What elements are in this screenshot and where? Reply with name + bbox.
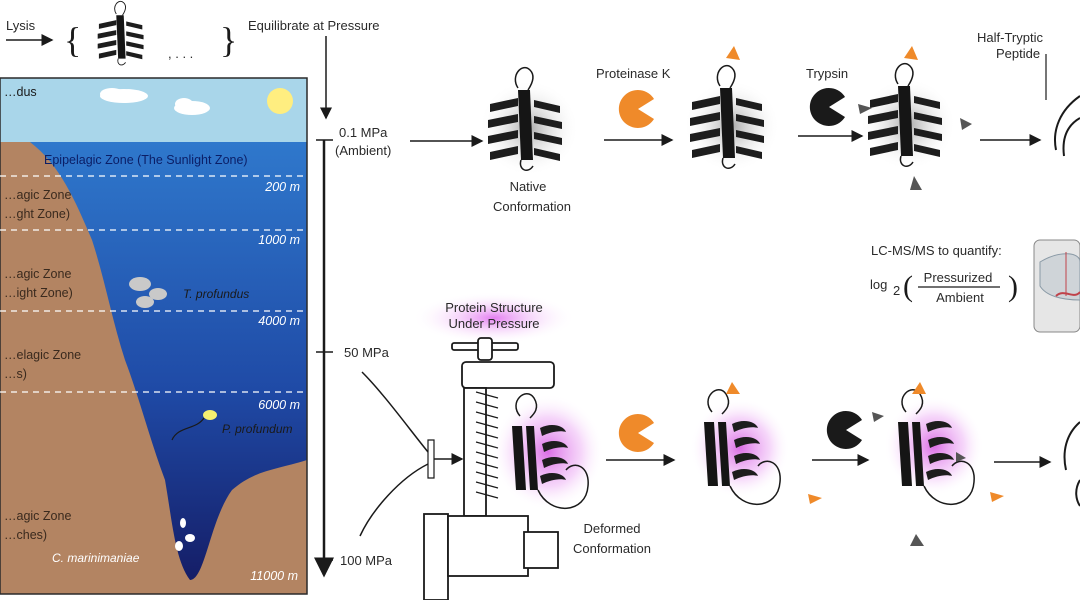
pressure-ambient-line1: 0.1 MPa — [339, 125, 388, 140]
depth-1000: 1000 m — [258, 233, 300, 247]
half-tryptic-line2: Peptide — [996, 46, 1040, 61]
log-subscript: 2 — [893, 283, 900, 298]
zone-4-line1: …elagic Zone — [4, 348, 81, 362]
depth-11000: 11000 m — [250, 569, 298, 583]
zone-5-line1: …agic Zone — [4, 509, 71, 523]
svg-text:(: ( — [903, 270, 913, 303]
pressure-axis: 0.1 MPa (Ambient) 50 MPa 100 MPa — [314, 125, 393, 578]
depth-200: 200 m — [264, 180, 300, 194]
trypsin-label: Trypsin — [806, 66, 848, 81]
brace-left: { — [64, 20, 81, 60]
seafloor — [0, 142, 307, 594]
pressure-clamp-icon — [423, 337, 559, 600]
ellipsis: , . . . — [168, 46, 193, 61]
native-line2: Conformation — [493, 199, 571, 214]
pressure-100: 100 MPa — [340, 553, 393, 568]
cleavage-marker — [726, 46, 740, 60]
organism-c-marinimaniae: C. marinimaniae — [52, 551, 140, 565]
log-label: log — [870, 277, 887, 292]
organism-icon — [129, 277, 151, 291]
header: Lysis { , . . . } Equilibrate at Pressur… — [6, 0, 380, 120]
depth-6000: 6000 m — [258, 398, 300, 412]
zone-epipelagic: Epipelagic Zone (The Sunlight Zone) — [44, 153, 248, 167]
zone-3-line1: …agic Zone — [4, 267, 71, 281]
surface-organism-label: …dus — [4, 85, 37, 99]
proteinase-k-icon-2 — [618, 414, 654, 452]
structure-line1: Protein Structure — [445, 300, 543, 315]
lysis-label: Lysis — [6, 18, 36, 33]
organism-icon — [180, 518, 186, 528]
sky — [0, 78, 307, 142]
zone-2-line2: …ght Zone) — [4, 207, 70, 221]
pressure-50: 50 MPa — [344, 345, 390, 360]
half-tryptic-line1: Half-Tryptic — [977, 30, 1043, 45]
ratio-denominator: Ambient — [936, 290, 984, 305]
organism-p-profundum: P. profundum — [222, 422, 293, 436]
structure-line2: Under Pressure — [448, 316, 539, 331]
ocean-panel: …dus Epipelagic Zone (The Sunlight Zone)… — [0, 77, 308, 595]
organism-icon — [203, 410, 217, 420]
pressure-ambient-line2: (Ambient) — [335, 143, 391, 158]
zone-5-line2: …ches) — [4, 528, 47, 542]
proteinase-k-label: Proteinase K — [596, 66, 671, 81]
depth-4000: 4000 m — [258, 314, 300, 328]
deformed-line2: Conformation — [573, 541, 651, 556]
trypsin-icon-2 — [826, 411, 862, 449]
ratio-numerator: Pressurized — [924, 270, 993, 285]
brace-right: } — [220, 20, 237, 60]
trypsin-icon — [809, 88, 845, 126]
native-line1: Native — [510, 179, 547, 194]
zone-2-line1: …agic Zone — [4, 188, 71, 202]
organism-t-profundus: T. profundus — [183, 287, 249, 301]
equilibrate-label: Equilibrate at Pressure — [248, 18, 380, 33]
sun-icon — [267, 88, 293, 114]
mass-spec-icon — [1033, 239, 1080, 333]
zone-3-line2: …ight Zone) — [4, 286, 73, 300]
lcms-title: LC-MS/MS to quantify: — [871, 243, 1002, 258]
proteinase-k-icon — [618, 90, 654, 128]
lcms-panel: LC-MS/MS to quantify: log 2 ( Pressurize… — [870, 239, 1080, 333]
protein-icon — [97, 0, 145, 66]
deformed-line1: Deformed — [583, 521, 640, 536]
zone-4-line2: …s) — [4, 367, 27, 381]
top-row: Native Conformation Proteinase K Trypsin… — [410, 30, 1080, 214]
bottom-row: Protein Structure Under Pressure — [359, 292, 1080, 600]
svg-text:): ) — [1008, 270, 1018, 303]
